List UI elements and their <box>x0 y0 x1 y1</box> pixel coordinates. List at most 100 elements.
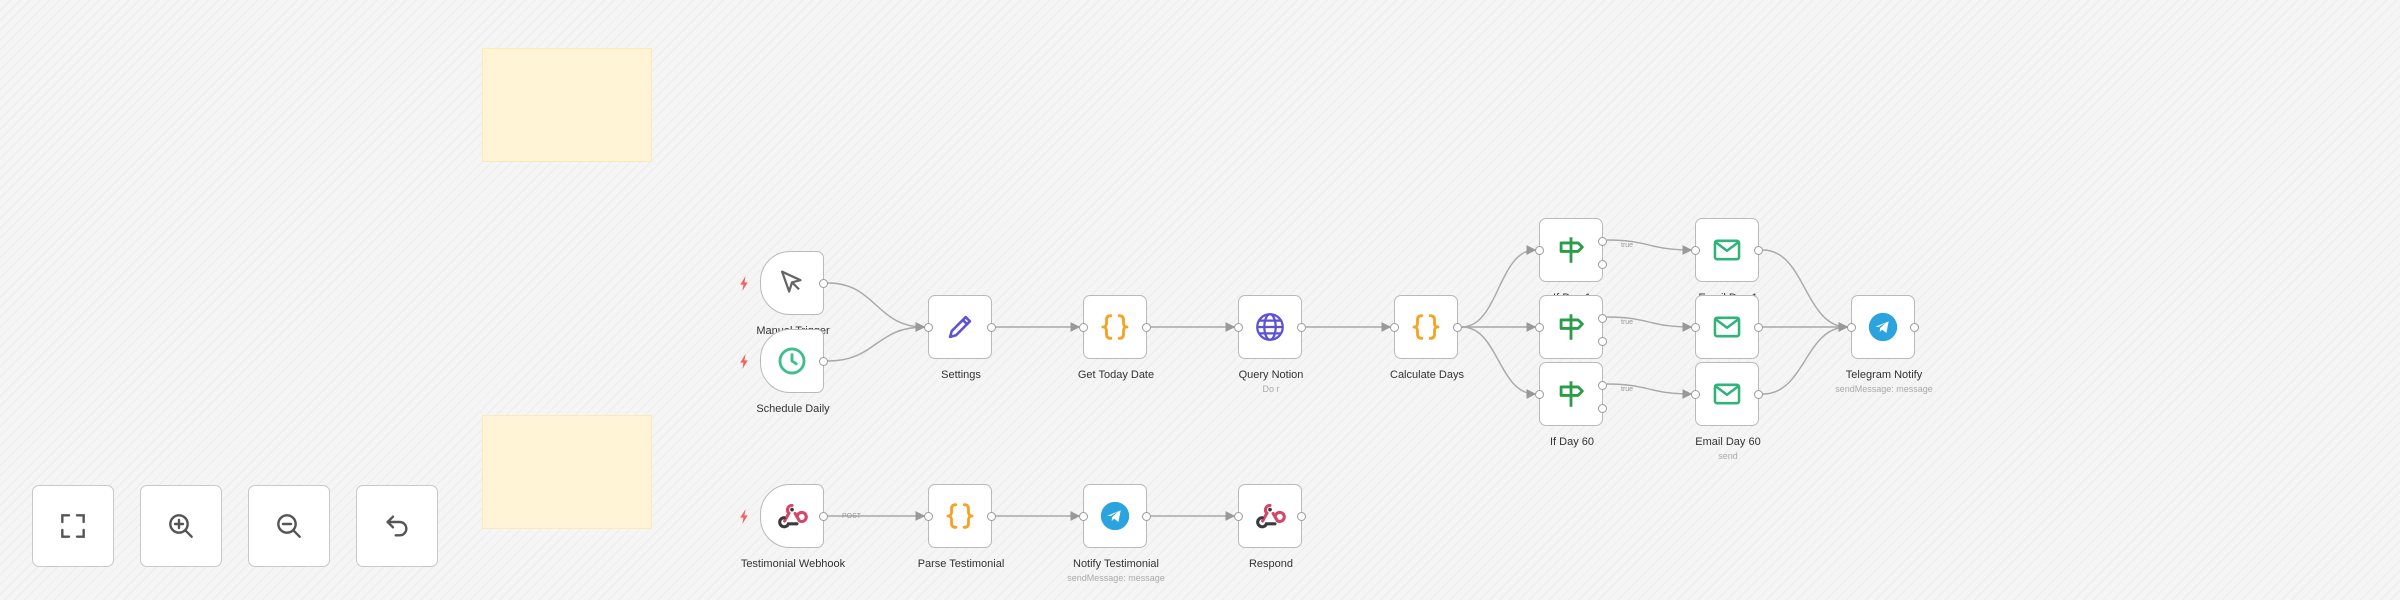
node-email-day-1[interactable]: Email Day 1 <box>1691 218 1763 304</box>
edge-if-day-2-to-email-day-2[interactable] <box>1606 316 1693 332</box>
fit-view-icon <box>61 514 85 538</box>
node-label: Calculate Days <box>1390 369 1464 381</box>
input-port[interactable] <box>1079 512 1088 521</box>
output-port[interactable] <box>1754 390 1763 399</box>
trigger-bolt-icon <box>740 509 748 524</box>
input-port[interactable] <box>1691 246 1700 255</box>
node-label: Notify Testimonial <box>1073 558 1159 570</box>
node-label: If Day 60 <box>1549 436 1595 448</box>
node-respond[interactable]: Respond <box>1234 484 1306 570</box>
edge-calculate-days-to-if-day-1[interactable] <box>1461 245 1537 328</box>
node-get-today-date[interactable]: Get Today Date <box>1078 295 1154 381</box>
output-port[interactable] <box>819 279 828 288</box>
node-schedule-daily[interactable]: Schedule Daily <box>740 329 830 415</box>
node-if-day-1[interactable]: If Day 1 <box>1535 218 1607 304</box>
output-port[interactable] <box>1754 246 1763 255</box>
input-port[interactable] <box>1691 323 1700 332</box>
fit-view-button[interactable] <box>32 485 114 567</box>
input-port[interactable] <box>1535 390 1544 399</box>
undo-icon <box>386 515 408 537</box>
output-port[interactable] <box>1754 323 1763 332</box>
input-port[interactable] <box>924 323 933 332</box>
mail-icon <box>1710 233 1744 267</box>
node-calculate-days[interactable]: Calculate Days <box>1390 295 1464 381</box>
code-braces-icon <box>1409 310 1443 344</box>
output-port-true[interactable] <box>1598 237 1607 246</box>
output-port[interactable] <box>1142 323 1151 332</box>
pencil-icon <box>943 310 977 344</box>
output-port[interactable] <box>987 512 996 521</box>
node-telegram-notify[interactable]: Telegram Notify sendMessage: message <box>1835 295 1933 394</box>
edge-email-day-1-to-telegram-notify[interactable] <box>1762 249 1849 332</box>
globe-icon <box>1253 310 1287 344</box>
trigger-bolt-icon <box>740 354 748 369</box>
output-port-true[interactable] <box>1598 381 1607 390</box>
code-braces-icon <box>1098 310 1132 344</box>
node-label: Get Today Date <box>1077 369 1155 381</box>
node-settings[interactable]: Settings <box>924 295 996 381</box>
edge-calculate-days-to-if-day-60[interactable] <box>1461 326 1537 399</box>
input-port[interactable] <box>1535 246 1544 255</box>
node-manual-trigger[interactable]: Manual Trigger <box>740 251 830 337</box>
node-if-day-2[interactable] <box>1535 295 1607 359</box>
signpost-icon <box>1554 233 1588 267</box>
webhook-icon <box>775 499 809 533</box>
node-subtitle: send <box>1718 451 1738 461</box>
sticky-note[interactable] <box>482 415 652 529</box>
node-label: Settings <box>941 369 981 381</box>
zoom-in-icon <box>169 514 193 538</box>
output-port[interactable] <box>1453 323 1462 332</box>
input-port[interactable] <box>1234 323 1243 332</box>
output-port-false[interactable] <box>1598 404 1607 413</box>
signpost-icon <box>1554 377 1588 411</box>
node-subtitle: sendMessage: message <box>1835 384 1933 394</box>
node-if-day-60[interactable]: If Day 60 <box>1535 362 1607 448</box>
input-port[interactable] <box>1079 323 1088 332</box>
node-notify-testimonial[interactable]: Notify Testimonial sendMessage: message <box>1067 484 1165 583</box>
node-label: Testimonial Webhook <box>740 558 846 570</box>
edge-label: true <box>1621 319 1633 326</box>
node-query-notion[interactable]: Query Notion Do r <box>1234 295 1306 394</box>
mail-icon <box>1710 310 1744 344</box>
input-port[interactable] <box>1847 323 1856 332</box>
node-label: Query Notion <box>1238 369 1304 381</box>
output-port-false[interactable] <box>1598 260 1607 269</box>
node-email-day-60[interactable]: Email Day 60 send <box>1691 362 1763 461</box>
edge-if-day-1-to-email-day-1[interactable] <box>1606 239 1693 255</box>
output-port[interactable] <box>987 323 996 332</box>
output-port-false[interactable] <box>1598 337 1607 346</box>
clock-icon <box>775 344 809 378</box>
node-testimonial-webhook[interactable]: Testimonial Webhook <box>740 484 845 570</box>
output-port[interactable] <box>819 512 828 521</box>
zoom-out-button[interactable] <box>248 485 330 567</box>
input-port[interactable] <box>1234 512 1243 521</box>
output-port[interactable] <box>1910 323 1919 332</box>
zoom-out-icon <box>277 514 301 538</box>
output-port[interactable] <box>1297 323 1306 332</box>
output-port[interactable] <box>819 357 828 366</box>
output-port-true[interactable] <box>1598 314 1607 323</box>
edge-label: true <box>1621 242 1633 249</box>
telegram-icon <box>1866 310 1900 344</box>
node-subtitle: sendMessage: message <box>1067 573 1165 583</box>
output-port[interactable] <box>1142 512 1151 521</box>
node-parse-testimonial[interactable]: Parse Testimonial <box>918 484 1004 570</box>
input-port[interactable] <box>1535 323 1544 332</box>
node-label: Respond <box>1248 558 1294 570</box>
code-braces-icon <box>943 499 977 533</box>
edge-manual-trigger-to-settings[interactable] <box>827 282 926 332</box>
input-port[interactable] <box>1390 323 1399 332</box>
output-port[interactable] <box>1297 512 1306 521</box>
input-port[interactable] <box>924 512 933 521</box>
mail-icon <box>1710 377 1744 411</box>
input-port[interactable] <box>1691 390 1700 399</box>
node-email-day-2[interactable] <box>1691 295 1763 359</box>
node-subtitle: Do r <box>1262 384 1280 394</box>
zoom-in-button[interactable] <box>140 485 222 567</box>
edge-label: POST <box>842 513 862 520</box>
edge-if-day-60-to-email-day-60[interactable] <box>1606 383 1693 399</box>
node-label: Email Day 60 <box>1695 436 1761 448</box>
sticky-note[interactable] <box>482 48 652 162</box>
node-label: Telegram Notify <box>1845 369 1923 381</box>
undo-button[interactable] <box>356 485 438 567</box>
